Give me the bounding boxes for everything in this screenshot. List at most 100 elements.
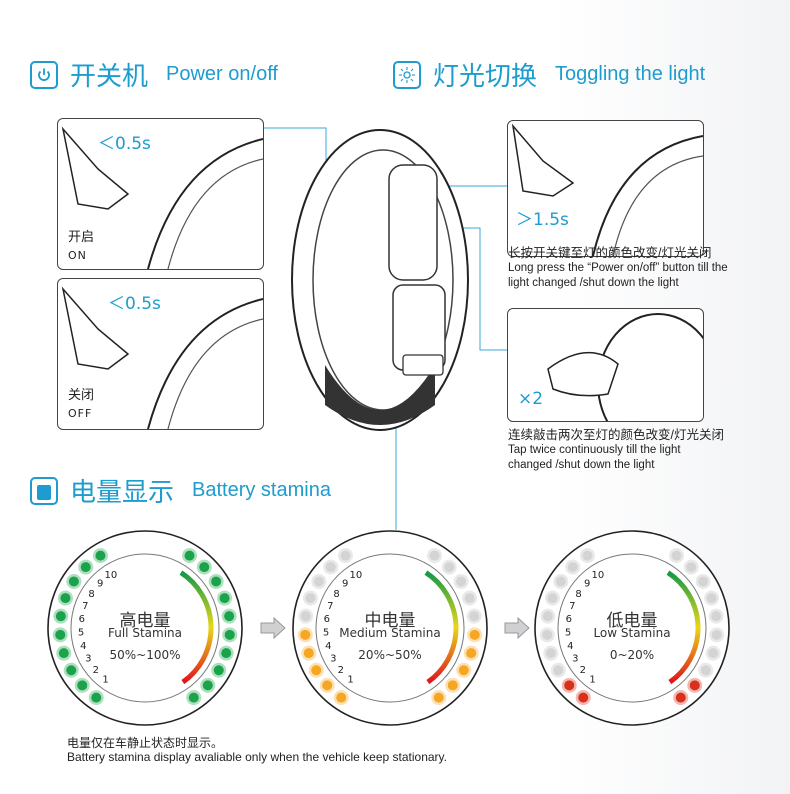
led-lit [55, 629, 66, 640]
caption-en-line2: changed /shut down the light [508, 459, 655, 471]
led-lit [564, 680, 575, 691]
led-lit [447, 680, 458, 691]
scale-number: 4 [325, 641, 331, 652]
scale-number: 3 [330, 654, 336, 665]
led-off [305, 593, 316, 604]
scale-number: 9 [97, 578, 103, 589]
power-on-panel: ＜0.5s 开启 ON [57, 118, 264, 270]
led-off [671, 550, 682, 561]
battery-note: 电量仅在车静止状态时显示。 Battery stamina display av… [67, 736, 447, 764]
led-off [567, 562, 578, 573]
led-lit [91, 692, 102, 703]
stamina-color-arc [179, 570, 214, 685]
arrow-right-icon [504, 617, 530, 639]
led-off [325, 562, 336, 573]
power-title-en: Power on/off [166, 63, 278, 85]
gauge-inner-ring [70, 553, 220, 703]
hand-press-illustration [511, 123, 703, 256]
gauge-range: 50%~100% [109, 648, 181, 662]
led-lit [55, 611, 66, 622]
led-lit [199, 562, 210, 573]
scale-number: 2 [580, 665, 586, 676]
scale-number: 8 [333, 589, 339, 600]
led-lit [60, 593, 71, 604]
led-off [582, 550, 593, 561]
long-press-duration: ＞1.5s [516, 210, 569, 230]
tap-caption: 连续敲击两次至灯的颜色改变/灯光关闭 Tap twice continuousl… [508, 428, 724, 473]
led-lit [433, 692, 444, 703]
power-icon [30, 60, 58, 89]
led-off [469, 611, 480, 622]
led-lit [219, 593, 230, 604]
gauge-name-en: Low Stamina [593, 626, 671, 640]
led-lit [202, 680, 213, 691]
led-lit [95, 550, 106, 561]
scale-number: 5 [78, 628, 84, 639]
led-off [708, 648, 719, 659]
led-lit [77, 680, 88, 691]
light-title-en: Toggling the light [555, 63, 706, 85]
led-lit [578, 692, 589, 703]
caption-cn: 长按开关键至灯的颜色改变/灯光关闭 [508, 246, 712, 260]
tap-count: ×2 [518, 389, 544, 409]
power-off-panel: ＜0.5s 关闭 OFF [57, 278, 264, 430]
battery-note-cn: 电量仅在车静止状态时显示。 [67, 736, 224, 750]
led-off [547, 593, 558, 604]
led-off [711, 611, 722, 622]
light-title-cn: 灯光切换 [433, 62, 538, 92]
led-lit [211, 576, 222, 587]
scale-number: 10 [592, 570, 605, 581]
gauge-name-cn: 低电量 [606, 611, 658, 631]
led-off [313, 576, 324, 587]
gauge-inner-ring [557, 553, 707, 703]
led-off [340, 550, 351, 561]
tap-panel: ×2 [507, 308, 704, 422]
scale-number: 2 [338, 665, 344, 676]
led-off [711, 629, 722, 640]
led-lit [80, 562, 91, 573]
led-off [300, 611, 311, 622]
scale-number: 10 [105, 570, 118, 581]
led-off [545, 648, 556, 659]
hand-press-illustration [61, 126, 263, 269]
led-off [464, 593, 475, 604]
gauge-range: 20%~50% [358, 648, 422, 662]
hand-tap-illustration [547, 313, 703, 421]
led-off [700, 665, 711, 676]
led-lit [184, 550, 195, 561]
led-lit [458, 665, 469, 676]
scale-number: 9 [584, 578, 590, 589]
gauge-name-cn: 高电量 [119, 611, 171, 631]
scale-number: 5 [323, 628, 329, 639]
gauge-name-en: Medium Stamina [339, 626, 441, 640]
led-lit [689, 680, 700, 691]
power-off-label-en: OFF [68, 407, 93, 420]
led-off [553, 665, 564, 676]
scale-number: 6 [324, 614, 330, 625]
scale-number: 8 [575, 589, 581, 600]
scale-number: 8 [88, 589, 94, 600]
led-lit [68, 576, 79, 587]
scale-number: 4 [567, 641, 573, 652]
led-off [429, 550, 440, 561]
unicycle-illustration [291, 129, 469, 431]
power-header: 开关机 Power on/off [30, 56, 278, 93]
scale-number: 6 [566, 614, 572, 625]
hand-press-illustration [61, 286, 263, 429]
power-title-cn: 开关机 [70, 62, 149, 92]
long-press-caption: 长按开关键至灯的颜色改变/灯光关闭 Long press the “Power … [508, 246, 728, 291]
scale-number: 2 [93, 665, 99, 676]
led-lit [303, 648, 314, 659]
led-lit [58, 648, 69, 659]
led-off [444, 562, 455, 573]
light-header: 灯光切换 Toggling the light [393, 56, 705, 93]
stamina-color-arc [666, 570, 701, 685]
power-on-duration: ＜0.5s [98, 134, 151, 154]
led-lit [224, 629, 235, 640]
led-off [542, 629, 553, 640]
